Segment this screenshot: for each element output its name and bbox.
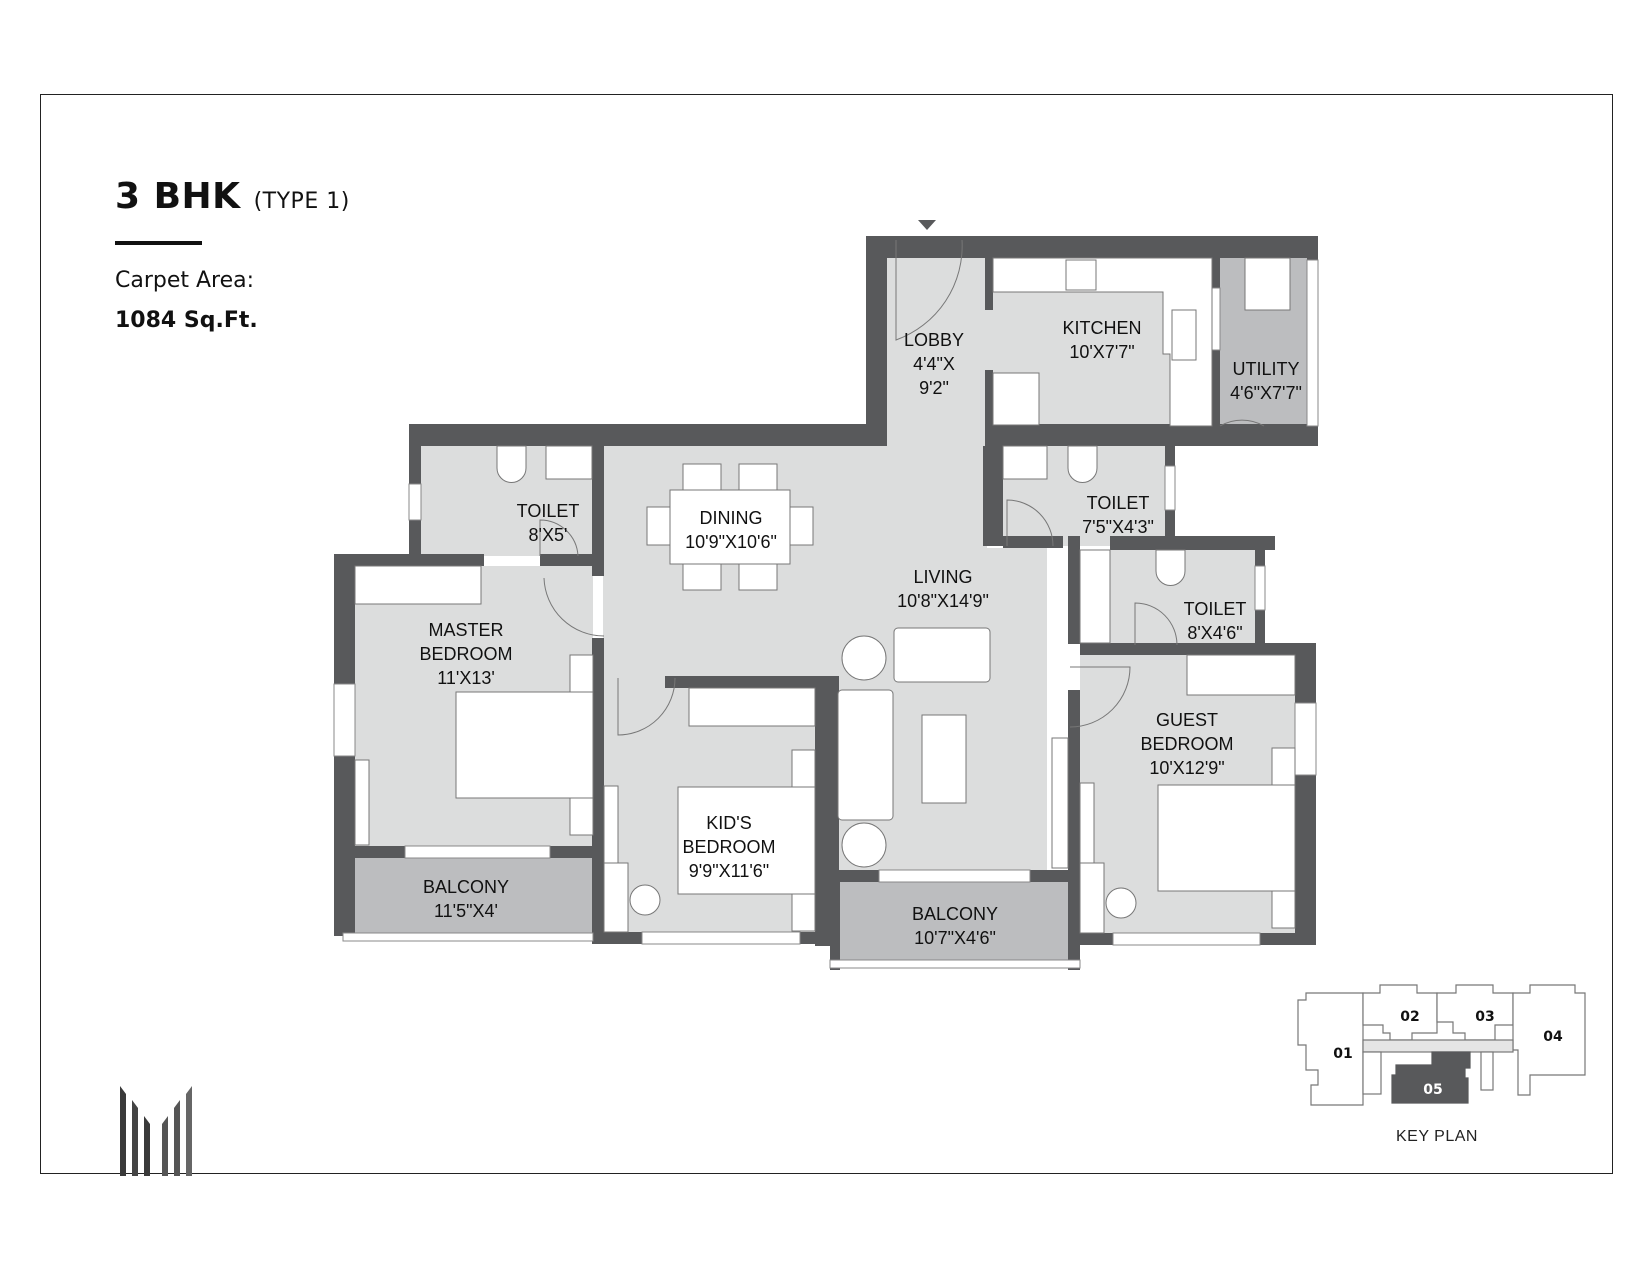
- room-toilet-guest: TOILET 8'X4'6": [1184, 599, 1247, 643]
- room-name: LIVING: [913, 567, 972, 587]
- room-name: KITCHEN: [1062, 318, 1141, 338]
- key-plan-label: 04: [1543, 1029, 1563, 1045]
- room-dimension: 9'9"X11'6": [689, 861, 769, 881]
- key-plan-label: 03: [1475, 1009, 1494, 1025]
- room-dining: DINING 10'9"X10'6": [685, 508, 777, 552]
- room-name: BALCONY: [423, 877, 509, 897]
- room-balcony-living: BALCONY 10'7"X4'6": [912, 904, 998, 948]
- page-frame: [40, 94, 1613, 1174]
- room-name: GUEST: [1156, 710, 1218, 730]
- key-plan-label-highlighted: 05: [1423, 1082, 1442, 1098]
- room-dimension: 7'5"X4'3": [1082, 517, 1154, 537]
- room-dimension: 11'5"X4': [434, 901, 498, 921]
- room-name: BEDROOM: [682, 837, 775, 857]
- room-guest-bedroom: GUEST BEDROOM 10'X12'9": [1140, 710, 1233, 778]
- room-living: LIVING 10'8"X14'9": [897, 567, 989, 611]
- windows: [333, 259, 1319, 969]
- room-dimension: 10'8"X14'9": [897, 591, 989, 611]
- key-plan-corridor: [1362, 1039, 1514, 1053]
- room-dimension: 9'2": [919, 378, 949, 398]
- room-toilet-common: TOILET 7'5"X4'3": [1082, 493, 1154, 537]
- room-dimension: 8'X4'6": [1187, 623, 1242, 643]
- room-dimension: 10'X7'7": [1069, 342, 1134, 362]
- room-name: BEDROOM: [419, 644, 512, 664]
- room-name: TOILET: [517, 501, 580, 521]
- brand-logo-icon: [120, 1086, 192, 1176]
- key-plan-label: 01: [1333, 1046, 1352, 1062]
- unit-subtype: (TYPE 1): [253, 189, 350, 214]
- unit-type: 3 BHK: [115, 176, 241, 217]
- room-name: DINING: [700, 508, 763, 528]
- furniture: [354, 239, 1296, 934]
- room-toilet-master: TOILET 8'X5': [517, 501, 580, 545]
- room-name: TOILET: [1184, 599, 1247, 619]
- key-plan-unit-01: [1297, 992, 1364, 1106]
- key-plan: 01 02 03 04 05: [1297, 984, 1586, 1106]
- room-name: BEDROOM: [1140, 734, 1233, 754]
- room-name: BALCONY: [912, 904, 998, 924]
- room-utility: UTILITY 4'6"X7'7": [1230, 359, 1302, 403]
- room-name: KID'S: [706, 813, 751, 833]
- entrance-arrow-icon: [918, 220, 936, 230]
- room-dimension: 4'6"X7'7": [1230, 383, 1302, 403]
- room-master-bedroom: MASTER BEDROOM 11'X13': [419, 620, 512, 688]
- room-dimension: 10'X12'9": [1149, 758, 1224, 778]
- room-name: MASTER: [428, 620, 503, 640]
- key-plan-unit-03: [1436, 984, 1514, 1041]
- room-dimension: 8'X5': [529, 525, 568, 545]
- balcony-floors: [343, 858, 1070, 960]
- unit-title: 3 BHK (TYPE 1): [115, 176, 350, 217]
- carpet-area-label: Carpet Area:: [115, 268, 255, 293]
- key-plan-label: 02: [1400, 1009, 1419, 1025]
- key-plan-unit-02: [1362, 984, 1438, 1041]
- room-name: TOILET: [1087, 493, 1150, 513]
- room-dimension: 11'X13': [437, 668, 495, 688]
- key-plan-caption: KEY PLAN: [1396, 1128, 1478, 1145]
- room-labels: LOBBY 4'4"X 9'2" KITCHEN 10'X7'7" UTILIT…: [419, 318, 1301, 948]
- room-dimension: 10'7"X4'6": [914, 928, 996, 948]
- carpet-area-value: 1084 Sq.Ft.: [115, 308, 258, 333]
- room-lobby: LOBBY 4'4"X 9'2": [904, 330, 964, 398]
- title-underline: [115, 241, 202, 245]
- room-name: UTILITY: [1232, 359, 1299, 379]
- room-balcony-master: BALCONY 11'5"X4': [423, 877, 509, 921]
- key-plan-unit-04: [1512, 984, 1586, 1096]
- room-kitchen: KITCHEN 10'X7'7": [1062, 318, 1141, 362]
- room-dimension: 10'9"X10'6": [685, 532, 777, 552]
- room-dimension: 4'4"X: [913, 354, 955, 374]
- room-name: LOBBY: [904, 330, 964, 350]
- room-kids-bedroom: KID'S BEDROOM 9'9"X11'6": [682, 813, 775, 881]
- key-plan-unit-05: [1391, 1051, 1471, 1104]
